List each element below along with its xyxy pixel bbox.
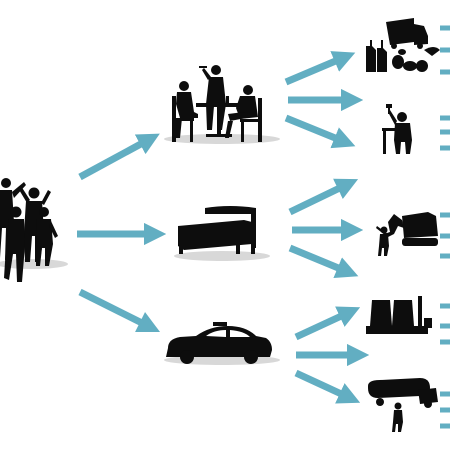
arrow-restaurant-to-food	[284, 51, 356, 86]
fuel-tanker-worker-icon	[368, 378, 438, 432]
arrow-bed-to-construction-b	[288, 244, 359, 279]
arrow-group-tier1	[77, 133, 167, 333]
arrow-restaurant-to-worker-b	[284, 114, 356, 149]
worker-hammer-icon	[382, 104, 412, 154]
bed-icon	[174, 206, 270, 261]
factory-plant-icon	[366, 296, 432, 334]
food-bottles-truck-icon	[366, 18, 440, 72]
taxi-car-icon	[164, 322, 280, 365]
people-crowd-icon	[0, 178, 68, 282]
arrow-taxi-to-tanker	[294, 369, 361, 404]
arrow-crowd-to-taxi	[78, 288, 161, 333]
restaurant-diners-icon	[164, 65, 280, 144]
arrow-taxi-to-factory-a	[294, 306, 361, 341]
arrow-crowd-to-restaurant	[78, 133, 160, 181]
arrow-bed-to-worker	[288, 178, 359, 216]
arrow-group-tier3	[440, 25, 450, 429]
arrow-group-tier2	[284, 51, 370, 404]
excavator-worker-icon	[376, 212, 438, 256]
